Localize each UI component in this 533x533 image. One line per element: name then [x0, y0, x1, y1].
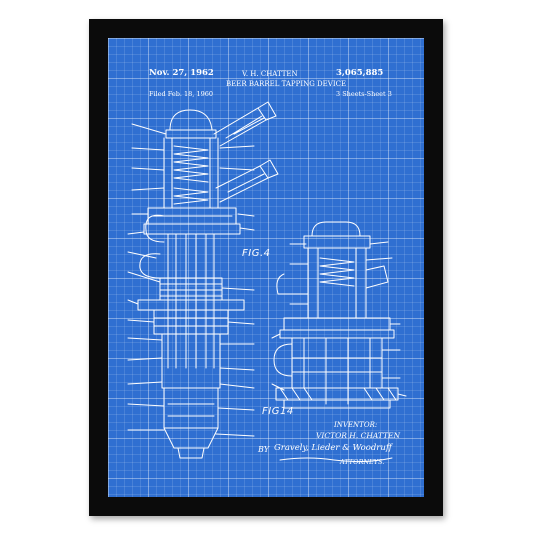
patent-date: Nov. 27, 1962 [149, 68, 214, 78]
attorneys-label: ATTORNEYS. [340, 458, 385, 466]
patent-drawing [127, 101, 407, 463]
figure-4-label: FIG.4 [242, 248, 271, 259]
signature-flourish [279, 457, 393, 463]
blueprint-print: Nov. 27, 1962 V. H. CHATTEN 3,065,885 BE… [108, 38, 424, 497]
sheet-count: 3 Sheets-Sheet 3 [336, 90, 392, 98]
figure-4-drawing [127, 101, 279, 459]
figure-14-drawing [271, 221, 407, 409]
figure-14-label: FIG14 [262, 406, 294, 417]
by-label: BY [258, 445, 270, 454]
filed-date: Filed Feb. 18, 1960 [149, 90, 213, 98]
patent-number: 3,065,885 [336, 68, 384, 78]
attorneys-signature: Gravely, Lieder & Woodruff [274, 443, 392, 453]
patent-title: BEER BARREL TAPPING DEVICE [226, 80, 347, 88]
patent-inventor-name: V. H. CHATTEN [242, 70, 298, 78]
inventor-label: INVENTOR: [334, 421, 378, 429]
inventor-name: VICTOR H. CHATTEN [316, 431, 401, 440]
